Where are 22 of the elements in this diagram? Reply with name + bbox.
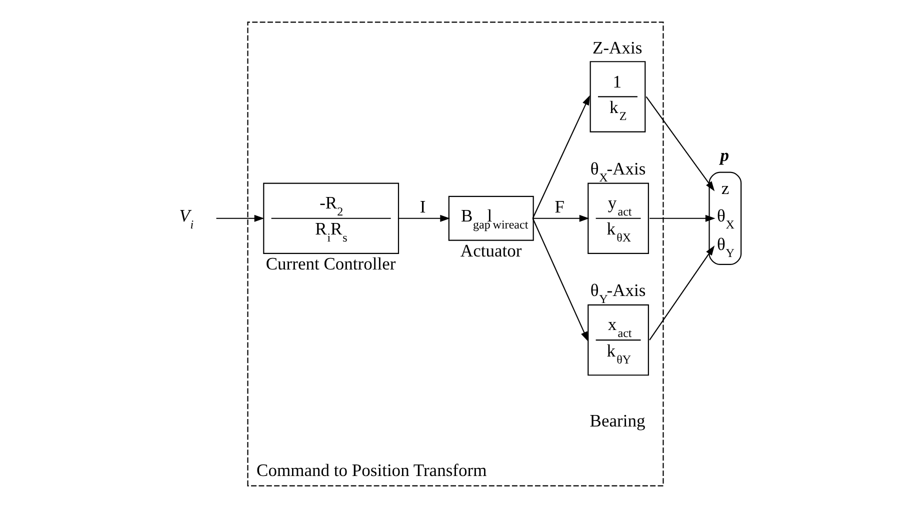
node-label: p xyxy=(720,144,728,165)
arrow xyxy=(649,214,715,222)
edge-label: F xyxy=(554,196,564,216)
arrow xyxy=(397,214,450,222)
edge-label: I xyxy=(419,196,426,216)
node-label: Current Controller xyxy=(265,253,396,274)
arrow xyxy=(532,218,588,342)
node-box: z θ$_{X}$ θ$_{Y}$ xyxy=(708,171,742,264)
node-label: Actuator xyxy=(460,240,522,260)
node-box: y$_{act}$ k$_{θX}$ xyxy=(587,182,648,254)
node-box: -R$_{2}$ R$_{i}$R$_{s}$ xyxy=(262,182,399,254)
node-box: x$_{act}$ k$_{θY}$ xyxy=(587,304,648,376)
node-box: 1 k$_{Z}$ xyxy=(589,60,646,132)
node-text: V$_{i}$ xyxy=(178,204,194,231)
arrow xyxy=(532,214,589,222)
arrow xyxy=(532,94,590,218)
arrow xyxy=(216,214,264,222)
label: Bearing xyxy=(589,410,645,430)
node-label: θ$_{X}$-Axis xyxy=(590,158,646,184)
node-box: B$_{gap}$l$_{wireact}$ xyxy=(448,195,534,240)
node-label: θ$_{Y}$-Axis xyxy=(590,279,646,306)
node-label: Z-Axis xyxy=(592,37,642,58)
